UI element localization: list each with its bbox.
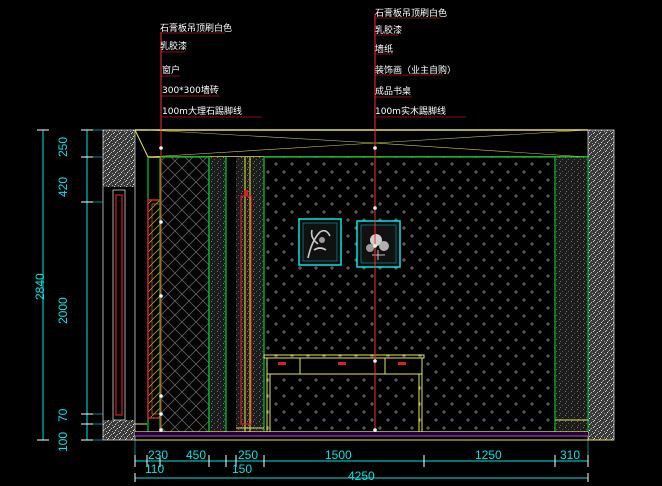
dim-h-150: 150 <box>232 462 253 476</box>
right-wall-section <box>587 129 615 441</box>
dim-h-1500: 1500 <box>325 448 352 462</box>
dim-h-total: 4250 <box>348 469 375 483</box>
right-pillar <box>554 156 589 433</box>
pillar <box>208 157 264 432</box>
dim-v-100: 100 <box>56 431 70 452</box>
note-right-desk: 成品书桌 <box>375 87 412 97</box>
ceiling <box>134 129 589 158</box>
dim-h-1250: 1250 <box>475 448 502 462</box>
dim-h-310: 310 <box>560 448 581 462</box>
dim-h-110: 110 <box>145 462 165 476</box>
note-left-paint: 乳胶漆 <box>160 42 188 52</box>
dim-v-total: 2840 <box>33 273 47 300</box>
decorative-painting-2 <box>356 220 401 268</box>
dim-h-230: 230 <box>148 448 169 462</box>
skirting-and-floor <box>135 419 614 441</box>
desk <box>263 354 425 432</box>
wallpaper-wall <box>263 156 556 433</box>
vertical-dimension-chain <box>37 129 103 441</box>
horizontal-dimension-chain <box>134 440 589 482</box>
note-left-ceiling: 石膏板吊顶刷白色 <box>160 24 233 34</box>
note-left-window: 窗户 <box>162 66 181 76</box>
dim-v-2000: 2000 <box>56 297 70 324</box>
note-right-wallpaper: 墙纸 <box>375 45 394 55</box>
leader-lines <box>159 14 466 432</box>
dim-v-420: 420 <box>56 176 70 197</box>
note-right-paint: 乳胶漆 <box>375 26 403 36</box>
dim-v-250: 250 <box>56 136 70 157</box>
dim-v-70: 70 <box>56 408 70 422</box>
note-right-ceiling: 石膏板吊顶刷白色 <box>375 9 448 19</box>
note-left-tile: 300*300墙砖 <box>162 86 219 96</box>
note-right-skirting: 100m实木踢脚线 <box>375 107 446 117</box>
dim-h-450: 450 <box>186 448 207 462</box>
note-right-painting: 装饰画（业主自购） <box>375 66 457 76</box>
note-left-skirting: 100m大理石踢脚线 <box>162 107 242 117</box>
left-wall-section <box>103 130 135 187</box>
decorative-painting-1 <box>298 218 342 266</box>
dim-h-250: 250 <box>238 448 259 462</box>
tile-wall <box>159 156 210 433</box>
